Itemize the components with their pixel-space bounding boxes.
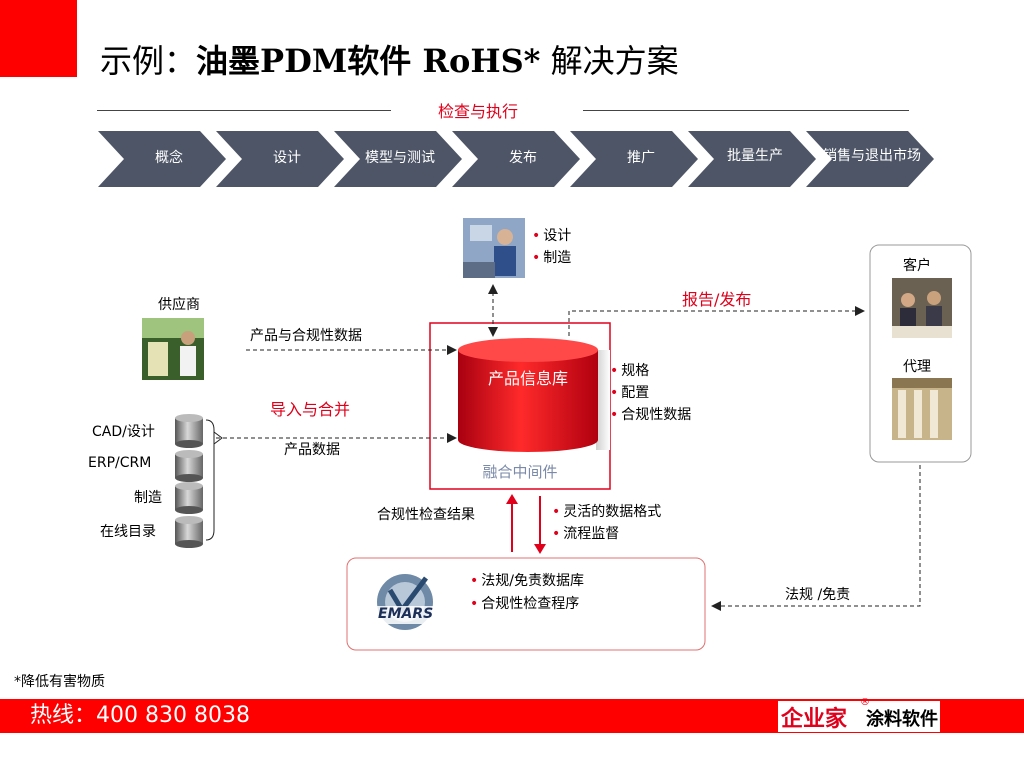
label-report-publish: 报告/发布 <box>682 290 752 309</box>
process-step-7: 销售与退出市场 <box>823 148 921 164</box>
process-step-1: 概念 <box>155 150 183 166</box>
label-product-data: 产品数据 <box>284 442 340 458</box>
logo-main: 企业家 <box>781 706 848 732</box>
designer-photo <box>463 218 525 278</box>
supplier-label: 供应商 <box>158 297 200 313</box>
chevron-5 <box>570 131 698 187</box>
flow-feature-2: •流程监督 <box>552 526 620 542</box>
chevron-2 <box>216 131 344 187</box>
chevron-3 <box>334 131 462 187</box>
source-cylinders <box>175 414 203 548</box>
db-feature-3: •合规性数据 <box>610 407 692 423</box>
source-cylinder-3 <box>175 482 203 514</box>
chevron-6 <box>688 131 816 187</box>
section-rule-left <box>97 110 391 111</box>
chevron-4 <box>452 131 580 187</box>
source-cylinder-4 <box>175 516 203 548</box>
db-feature-1: •规格 <box>610 363 650 379</box>
agent-label: 代理 <box>903 359 931 375</box>
label-product-compliance: 产品与合规性数据 <box>250 328 362 344</box>
process-step-6: 批量生产 <box>727 148 783 164</box>
database-cylinder <box>458 338 598 452</box>
source-erp: ERP/CRM <box>88 455 152 471</box>
database-label: 产品信息库 <box>487 369 568 388</box>
supplier-photo <box>142 318 204 380</box>
process-step-2: 设计 <box>273 150 301 166</box>
corner-accent <box>0 0 77 77</box>
label-check-results: 合规性检查结果 <box>377 507 475 523</box>
database-shadow <box>596 350 610 450</box>
chevron-7 <box>806 131 934 187</box>
company-logo <box>778 701 940 732</box>
page-title: 示例：油墨PDM软件 RoHS* 解决方案 <box>100 42 679 80</box>
footnote: *降低有害物质 <box>14 674 105 690</box>
middleware-label: 融合中间件 <box>482 463 558 481</box>
source-cylinder-2 <box>175 450 203 482</box>
sources-bracket <box>205 419 215 541</box>
emars-logo <box>372 574 456 630</box>
arrow-customer-emars <box>711 465 921 611</box>
db-feature-2: •配置 <box>610 385 650 401</box>
source-online-catalog: 在线目录 <box>100 524 156 540</box>
arrow-db-customer <box>568 306 865 336</box>
agent-photo <box>892 378 952 440</box>
emars-item-1: •法规/免责数据库 <box>470 573 584 589</box>
designer-item-2: •制造 <box>532 250 572 266</box>
process-step-4: 发布 <box>509 150 537 166</box>
source-cad: CAD/设计 <box>92 424 155 440</box>
chevron-1 <box>98 131 226 187</box>
emars-box <box>346 557 706 651</box>
customer-photo <box>892 278 952 338</box>
process-step-5: 推广 <box>627 150 655 166</box>
source-cylinder-1 <box>175 414 203 448</box>
section-label: 检查与执行 <box>438 102 519 121</box>
process-step-3: 模型与测试 <box>365 150 435 166</box>
section-rule-right <box>583 110 909 111</box>
emars-item-2: •合规性检查程序 <box>470 596 580 612</box>
logo-registered: ® <box>860 697 870 708</box>
hotline: 热线：400 830 8038 <box>30 703 250 728</box>
source-manufacturing: 制造 <box>134 490 162 506</box>
logo-sub: 涂料软件 <box>866 709 938 730</box>
flow-feature-1: •灵活的数据格式 <box>552 504 662 520</box>
process-chevrons <box>98 131 934 187</box>
label-regulations: 法规 /免责 <box>785 587 851 603</box>
label-import-merge: 导入与合并 <box>270 400 351 419</box>
emars-logo-text: EMARS <box>378 606 434 622</box>
designer-item-1: •设计 <box>532 228 572 244</box>
customer-label: 客户 <box>903 258 931 274</box>
